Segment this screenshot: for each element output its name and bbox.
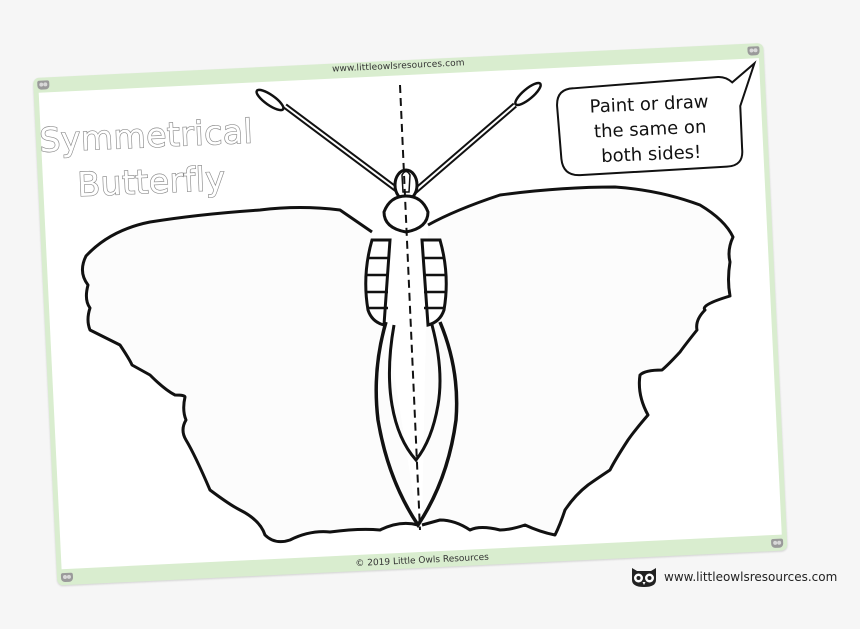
worksheet-title: Symmetrical Butterfly bbox=[38, 111, 255, 205]
left-wing bbox=[81, 206, 419, 544]
title-line-1: Symmetrical bbox=[39, 112, 254, 160]
title-line-2: Butterfly bbox=[77, 159, 227, 204]
symmetry-line bbox=[399, 84, 421, 531]
antennae bbox=[255, 81, 542, 195]
butterfly-body bbox=[364, 168, 459, 529]
bubble-line-3: both sides! bbox=[601, 142, 702, 167]
brand-url: www.littleowlsresources.com bbox=[664, 570, 838, 584]
speech-bubble-shape bbox=[556, 60, 757, 177]
bubble-line-1: Paint or draw bbox=[589, 91, 709, 117]
speech-bubble: Paint or draw the same on both sides! bbox=[556, 60, 757, 177]
butterfly-thorax bbox=[382, 194, 430, 234]
bubble-line-2: the same on bbox=[594, 117, 707, 143]
owl-face-icon bbox=[632, 568, 656, 587]
right-wing bbox=[421, 185, 735, 537]
brand-footer: www.littleowlsresources.com bbox=[630, 566, 837, 588]
